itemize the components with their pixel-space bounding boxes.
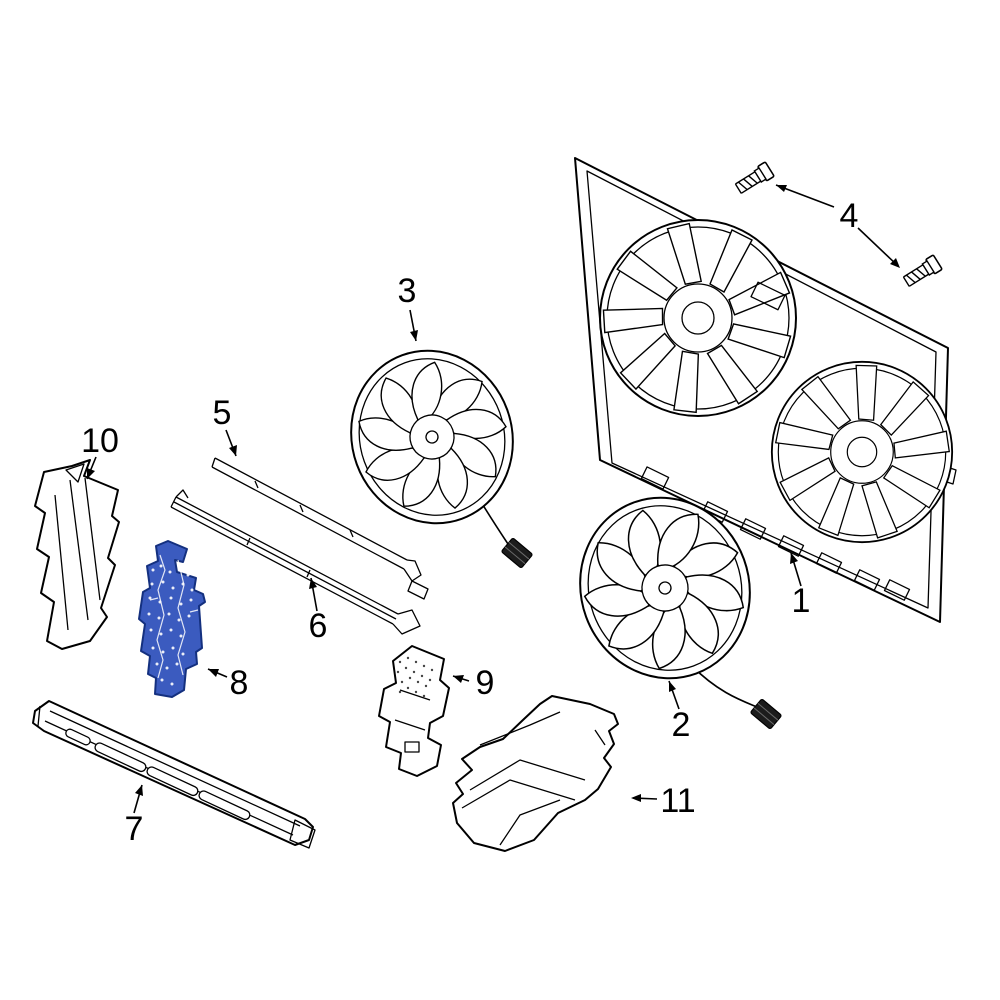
leader-line-4b (857, 227, 899, 267)
shroud-right-fan-guard (770, 356, 958, 546)
leader-arrow-4b (890, 258, 900, 268)
bolt-lower (901, 254, 944, 290)
callouts: 1 2 3 4 5 6 (81, 184, 900, 848)
part-center-air-baffle[interactable] (378, 645, 450, 777)
baffle9-dot-texture (396, 656, 434, 698)
shroud-left-fan-guard (594, 215, 797, 420)
leader-arrow-4a (776, 185, 787, 192)
part-left-air-duct-panel[interactable] (34, 459, 120, 650)
callout-label-11[interactable]: 11 (660, 782, 695, 820)
part-air-baffle-highlighted[interactable] (138, 540, 206, 698)
leader-arrow-9 (453, 675, 464, 683)
leader-arrow-11 (631, 794, 641, 802)
leader-arrow-10 (87, 468, 95, 479)
leader-line-4a (775, 184, 835, 208)
callout-label-2[interactable]: 2 (672, 706, 691, 744)
part-lower-air-guide-rail[interactable] (32, 700, 316, 849)
part-lower-air-duct[interactable] (452, 695, 619, 852)
callout-5[interactable]: 5 (213, 394, 237, 457)
part-upper-seal-strip[interactable] (211, 457, 429, 600)
callout-label-4[interactable]: 4 (840, 197, 859, 235)
part-fan-shroud-assembly[interactable] (574, 157, 973, 623)
shroud-vent-slots (640, 281, 911, 601)
baffle-dot-texture (147, 564, 194, 686)
callout-8[interactable]: 8 (207, 664, 249, 702)
callout-label-1[interactable]: 1 (792, 582, 811, 620)
leader-arrow-6 (309, 578, 317, 589)
callout-label-5[interactable]: 5 (213, 394, 232, 432)
fan2-connector (749, 698, 783, 730)
leader-arrow-3 (410, 330, 418, 341)
callout-10[interactable]: 10 (81, 422, 119, 480)
callout-3[interactable]: 3 (398, 272, 418, 342)
leader-arrow-8 (208, 669, 219, 677)
part-lower-seal-strip[interactable] (170, 489, 421, 635)
bolt-upper (733, 161, 776, 197)
callout-label-9[interactable]: 9 (476, 664, 495, 702)
part-lower-cooling-fan[interactable] (526, 450, 805, 730)
callout-label-10[interactable]: 10 (81, 422, 119, 460)
part-upper-cooling-fan[interactable] (327, 328, 537, 569)
callout-4[interactable]: 4 (775, 184, 900, 268)
callout-label-3[interactable]: 3 (398, 272, 417, 310)
callout-2[interactable]: 2 (668, 680, 691, 744)
callout-7[interactable]: 7 (125, 784, 144, 848)
callout-9[interactable]: 9 (452, 664, 495, 702)
leader-arrow-1 (790, 553, 798, 564)
callout-11[interactable]: 11 (631, 782, 696, 820)
callout-label-6[interactable]: 6 (309, 607, 328, 645)
baffle-detail-lines (149, 554, 199, 679)
highlighted-baffle-shape[interactable] (138, 540, 206, 698)
callout-label-7[interactable]: 7 (125, 810, 144, 848)
callout-label-8[interactable]: 8 (230, 664, 249, 702)
callout-1[interactable]: 1 (790, 552, 811, 620)
leader-arrow-2 (669, 681, 676, 692)
leader-arrow-7 (135, 785, 143, 796)
callout-6[interactable]: 6 (309, 577, 328, 645)
leader-arrow-5 (229, 445, 237, 456)
